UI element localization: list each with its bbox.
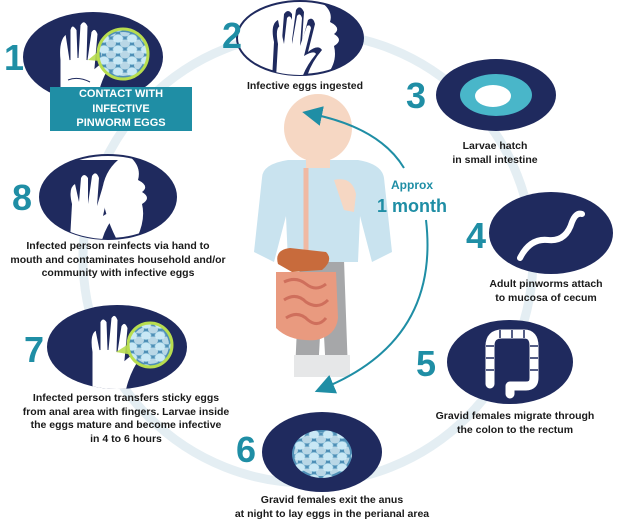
stage-caption: Gravid females exit the anus at night to… bbox=[234, 494, 430, 520]
mouth-icon bbox=[39, 154, 177, 240]
cycle-arrow-icon bbox=[314, 219, 429, 394]
pinworm-icon bbox=[489, 192, 613, 274]
cycle-approx-label: Approx bbox=[391, 178, 433, 192]
cycle-arrow-icon bbox=[302, 106, 405, 169]
stage-number: 7 bbox=[24, 329, 45, 370]
egg-cluster-icon bbox=[262, 412, 382, 492]
human-body-figure bbox=[254, 94, 392, 377]
egg-cluster-icon bbox=[96, 27, 150, 81]
cycle-duration-label: 1 month bbox=[377, 196, 447, 216]
stage-number: 5 bbox=[416, 343, 437, 384]
contact-banner: CONTACT WITH INFECTIVE PINWORM EGGS bbox=[50, 87, 192, 131]
stage-caption: Adult pinworms attach to mucosa of cecum bbox=[489, 278, 603, 304]
larva-icon bbox=[436, 59, 556, 131]
stage-caption: Infective eggs ingested bbox=[246, 80, 364, 92]
stage-caption: Gravid females migrate through the colon… bbox=[435, 410, 595, 436]
stage-caption: Infected person transfers sticky eggs fr… bbox=[22, 392, 230, 445]
stage-number: 1 bbox=[4, 37, 25, 78]
mouth-icon bbox=[236, 0, 364, 76]
stage-number: 2 bbox=[222, 15, 243, 56]
hand-icon bbox=[47, 305, 187, 389]
stage-number: 6 bbox=[236, 429, 257, 470]
stage-caption: Infected person reinfects via hand to mo… bbox=[10, 240, 226, 280]
stage-number: 4 bbox=[466, 215, 487, 256]
stage-number: 3 bbox=[406, 75, 427, 116]
stage-caption: Larvae hatch in small intestine bbox=[452, 140, 538, 166]
stage-number: 8 bbox=[12, 177, 33, 218]
colon-icon bbox=[447, 320, 573, 404]
